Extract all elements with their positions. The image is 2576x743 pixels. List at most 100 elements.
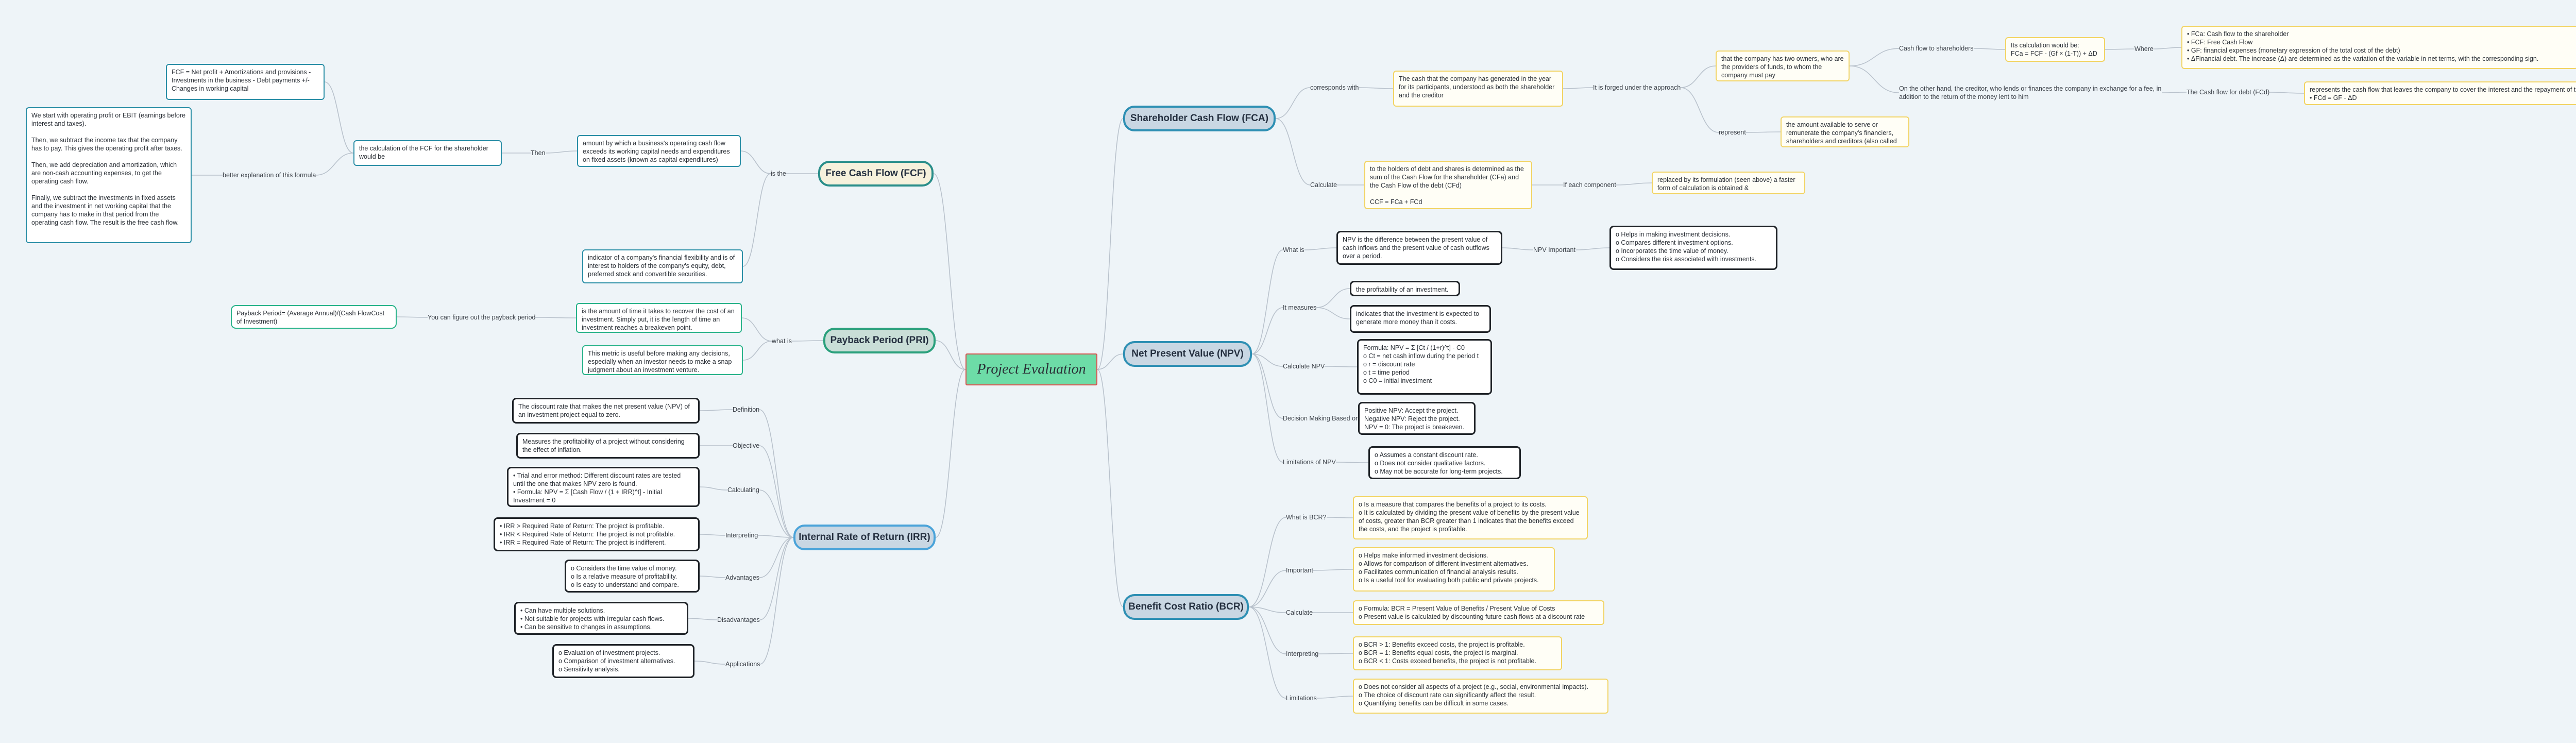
bcr-formula: o Formula: BCR = Present Value of Benefi… xyxy=(1353,600,1604,625)
label-is-the: is the xyxy=(771,170,786,177)
connector xyxy=(759,537,794,620)
two-owners-text: that the company has two owners, who are… xyxy=(1716,50,1850,81)
connector xyxy=(1251,307,1283,354)
label-payback-figure: You can figure out the payback period xyxy=(428,314,536,321)
branch-bcr[interactable]: Benefit Cost Ratio (BCR) xyxy=(1123,594,1249,620)
label-limitations-npv: Limitations of NPV xyxy=(1283,459,1336,466)
branch-fcf[interactable]: Free Cash Flow (FCF) xyxy=(818,161,934,187)
fcf-formula: FCF = Net profit + Amortizations and pro… xyxy=(166,64,325,100)
bcr-definition: o Is a measure that compares the benefit… xyxy=(1353,496,1588,539)
branch-fca[interactable]: Shareholder Cash Flow (FCA) xyxy=(1123,106,1276,131)
connector xyxy=(324,81,354,154)
label-it-measures: It measures xyxy=(1283,304,1317,311)
connector xyxy=(2161,92,2187,93)
fcf-amount-definition: amount by which a business's operating c… xyxy=(577,135,741,167)
connector xyxy=(1251,353,1283,367)
creditor-text: On the other hand, the creditor, who len… xyxy=(1899,85,2162,100)
npv-important-list: o Helps in making investment decisions. … xyxy=(1609,226,1777,270)
label-represent: represent xyxy=(1719,129,1746,136)
connector xyxy=(1316,696,1353,699)
label-limitations-bcr: Limitations xyxy=(1286,695,1317,702)
npv-limitations: o Assumes a constant discount rate. o Do… xyxy=(1368,446,1521,479)
fcd-definition: represents the cash flow that leaves the… xyxy=(2304,81,2576,105)
label-each-component: If each component xyxy=(1563,181,1616,189)
bcr-interpretation: o BCR > 1: Benefits exceed costs, the pr… xyxy=(1353,636,1562,670)
label-interpreting-irr: Interpreting xyxy=(725,532,758,539)
irr-objective: Measures the profitability of a project … xyxy=(516,433,700,459)
connector xyxy=(1563,87,1594,89)
label-applications: Applications xyxy=(725,661,760,668)
connector xyxy=(1316,288,1350,308)
connector xyxy=(1849,48,1900,66)
label-disadvantages: Disadvantages xyxy=(717,616,760,623)
irr-advantages: o Considers the time value of money. o I… xyxy=(565,560,700,593)
connector xyxy=(759,537,794,665)
represent-text: the amount available to serve or remuner… xyxy=(1781,116,1909,147)
branch-irr[interactable]: Internal Rate of Return (IRR) xyxy=(793,525,936,550)
npv-decision-rules: Positive NPV: Accept the project. Negati… xyxy=(1358,402,1476,435)
label-calculate-npv: Calculate NPV xyxy=(1283,363,1325,370)
label-forged-approach: It is forged under the approach xyxy=(1593,84,1681,91)
connector xyxy=(1248,517,1286,607)
connector xyxy=(1502,247,1534,250)
label-cash-flow-debt: The Cash flow for debt (FCd) xyxy=(2187,89,2270,96)
connector xyxy=(935,340,966,370)
connector xyxy=(759,489,794,538)
label-what-is-npv: What is xyxy=(1283,246,1304,254)
fca-formula: Its calculation would be: FCa = FCF - (G… xyxy=(2005,37,2105,62)
label-calculate-bcr: Calculate xyxy=(1286,609,1313,616)
bcr-limitations: o Does not consider all aspects of a pro… xyxy=(1353,679,1608,714)
label-better-explanation: better explanation of this formula xyxy=(223,172,316,179)
connector xyxy=(757,535,794,538)
irr-calculating: • Trial and error method: Different disc… xyxy=(507,467,700,507)
connector xyxy=(1324,366,1358,367)
connector xyxy=(1251,353,1283,419)
connector xyxy=(1575,247,1610,250)
connector xyxy=(759,537,794,578)
connector xyxy=(1616,182,1652,185)
connector xyxy=(535,317,577,318)
label-important-bcr: Important xyxy=(1286,567,1313,574)
connector xyxy=(688,618,718,620)
connector xyxy=(740,150,771,174)
root-node[interactable]: Project Evaluation xyxy=(965,353,1097,385)
label-calculating: Calculating xyxy=(727,486,759,494)
connector xyxy=(1680,65,1716,88)
label-interpreting-bcr: Interpreting xyxy=(1286,650,1319,657)
label-npv-important: NPV Important xyxy=(1533,246,1575,254)
connector xyxy=(935,369,966,538)
connector xyxy=(315,153,354,176)
connector xyxy=(1248,606,1286,699)
fcf-indicator: indicator of a company's financial flexi… xyxy=(582,249,743,283)
connector xyxy=(1318,653,1353,654)
connector xyxy=(699,534,726,536)
branch-npv[interactable]: Net Present Value (NPV) xyxy=(1123,341,1252,367)
connector xyxy=(1248,606,1286,654)
connector xyxy=(1097,353,1124,370)
connector xyxy=(1275,118,1311,185)
label-definition: Definition xyxy=(733,406,760,413)
branch-pri[interactable]: Payback Period (PRI) xyxy=(823,328,936,353)
connector xyxy=(1680,87,1719,133)
connector xyxy=(933,173,966,370)
connector xyxy=(1359,87,1394,89)
irr-interpretation: • IRR > Required Rate of Return: The pro… xyxy=(494,517,700,551)
connector xyxy=(699,576,726,578)
connector xyxy=(1973,48,2006,50)
connector xyxy=(699,409,733,411)
label-calculate-fca: Calculate xyxy=(1310,181,1337,189)
connector xyxy=(759,445,794,538)
npv-measures-profitability: the profitability of an investment. xyxy=(1350,281,1460,296)
bcr-important-list: o Helps make informed investment decisio… xyxy=(1353,547,1555,592)
connector xyxy=(1248,570,1286,607)
label-what-is-bcr: What is BCR? xyxy=(1286,514,1327,521)
label-decision-npv: Decision Making Based on NPV xyxy=(1283,415,1375,422)
fcf-calculation: the calculation of the FCF for the share… xyxy=(353,140,502,166)
npv-formula: Formula: NPV = Σ [Ct / (1+r)^t] - C0 o C… xyxy=(1357,339,1492,395)
connector xyxy=(1097,118,1124,370)
connector xyxy=(1316,307,1350,319)
connector xyxy=(699,486,728,491)
connector xyxy=(1251,249,1283,354)
label-objective: Objective xyxy=(733,442,760,449)
